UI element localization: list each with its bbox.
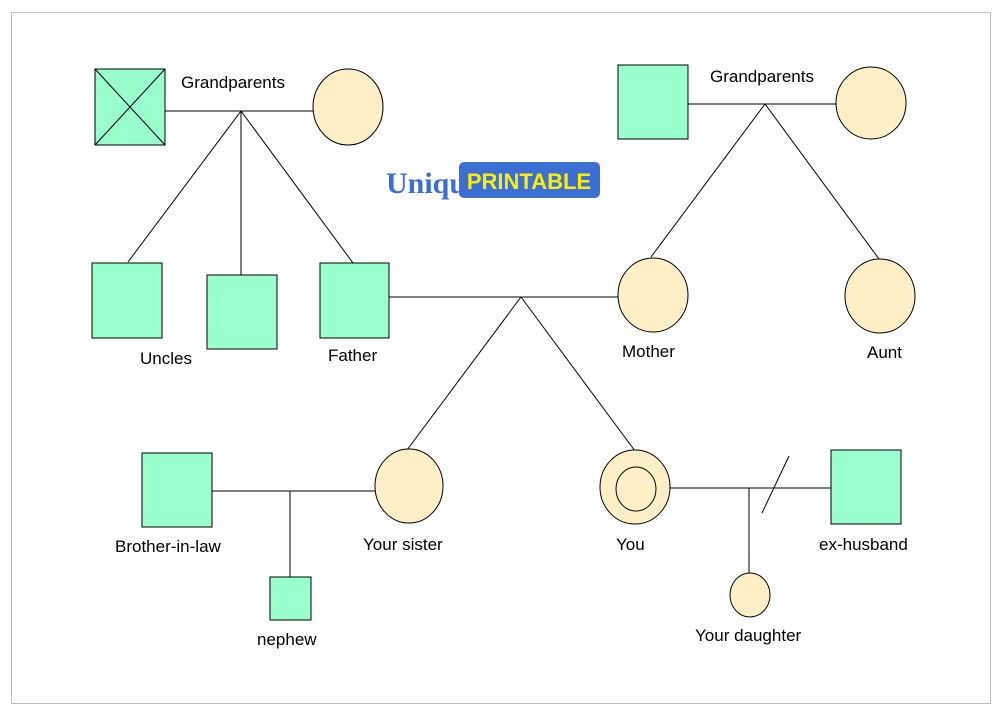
logo-word-printable: PRINTABLE xyxy=(467,169,591,194)
nephew-label: nephew xyxy=(257,630,317,649)
mother-label: Mother xyxy=(622,342,675,361)
your-sister-label: Your sister xyxy=(363,535,443,554)
aunt-circle xyxy=(844,258,916,334)
brother-in-law-square xyxy=(141,452,213,528)
you-label: You xyxy=(616,535,645,554)
uncle-1-square xyxy=(91,262,163,339)
your-daughter-label: Your daughter xyxy=(695,626,802,645)
right-child-line-aunt xyxy=(764,103,880,260)
left-grandparents: Grandparents xyxy=(94,68,384,275)
mother-circle xyxy=(617,257,689,333)
right-grandparents: Grandparents xyxy=(617,64,907,260)
unique-printable-logo: Unique PRINTABLE xyxy=(386,162,600,200)
parents-child-line-you xyxy=(520,296,636,452)
brother-in-law-label: Brother-in-law xyxy=(115,537,222,556)
grandparents-right-label: Grandparents xyxy=(710,67,814,86)
your-generation: Brother-in-law Your sister You ex-husban… xyxy=(115,448,908,649)
aunt-label: Aunt xyxy=(867,343,902,362)
uncle-2-square xyxy=(206,274,278,350)
ex-husband-square xyxy=(830,449,902,525)
your-daughter-circle xyxy=(729,572,771,618)
middle-generation: Uncles Father Mother Aunt xyxy=(91,257,916,452)
deceased-cross-line-2 xyxy=(94,68,166,146)
left-grandmother-circle xyxy=(312,68,384,146)
left-child-line-uncle-1 xyxy=(127,110,242,263)
page-frame xyxy=(11,12,991,704)
father-label: Father xyxy=(328,346,377,365)
grandparents-left-label: Grandparents xyxy=(181,73,285,92)
divorce-slash xyxy=(761,455,790,514)
right-grandmother-circle xyxy=(835,66,907,140)
logo-badge xyxy=(459,162,600,198)
right-child-line-mother xyxy=(650,103,766,258)
nephew-square xyxy=(269,576,312,621)
uncles-label: Uncles xyxy=(140,349,192,368)
parents-child-line-sister xyxy=(406,296,522,451)
you-proband-inner-circle xyxy=(615,466,657,512)
ex-husband-label: ex-husband xyxy=(819,535,908,554)
left-child-line-father xyxy=(240,110,354,264)
your-sister-circle xyxy=(374,448,444,524)
father-square xyxy=(319,262,390,339)
right-grandfather-square xyxy=(617,64,689,140)
